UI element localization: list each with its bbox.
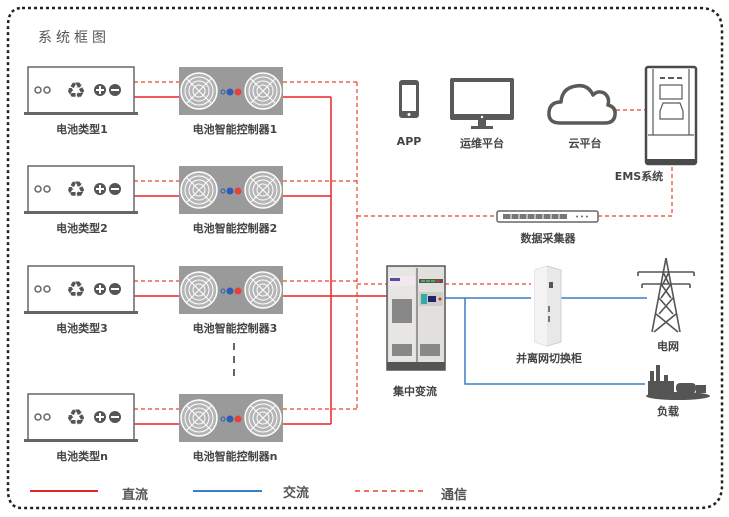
recycle-icon: ♻ xyxy=(66,178,86,203)
battery-icon: ♻ xyxy=(24,66,138,115)
cloud-platform-label: 云平台 xyxy=(568,137,602,150)
battery-icon: ♻ xyxy=(24,265,138,314)
ems-label: EMS系统 xyxy=(614,170,664,183)
indicator-light xyxy=(234,287,242,295)
indicator-light xyxy=(234,88,242,96)
battery-group: ♻ ♻ ♻ ♻ xyxy=(24,66,138,442)
controller-icon xyxy=(179,266,283,314)
ac-line xyxy=(464,298,645,385)
indicator-light xyxy=(234,187,242,195)
controller-label: 电池智能控制器3 xyxy=(192,322,278,335)
wires xyxy=(134,81,673,425)
controller-label: 电池智能控制器2 xyxy=(192,222,278,235)
collector-label: 数据采集器 xyxy=(520,232,576,245)
indicator-light xyxy=(226,415,234,423)
cloud-icon xyxy=(547,83,617,125)
app-label: APP xyxy=(396,135,422,148)
factory-icon xyxy=(646,365,710,400)
switch-cabinet-icon xyxy=(534,265,562,347)
diagram-title: 系统框图 xyxy=(38,30,110,46)
legend-dc-label: 直流 xyxy=(122,488,149,503)
legend-ac-label: 交流 xyxy=(283,486,310,501)
load-label: 负载 xyxy=(657,405,679,418)
pcs-label: 集中变流 xyxy=(393,385,437,398)
controller-group xyxy=(179,67,283,442)
switch-icon xyxy=(496,210,599,223)
controller-label: 电池智能控制器1 xyxy=(192,123,278,136)
battery-label: 电池类型2 xyxy=(56,222,108,235)
legend-comm-label: 通信 xyxy=(441,488,468,503)
indicator-light xyxy=(220,89,226,95)
switch-cabinet-label: 并离网切换柜 xyxy=(516,352,582,365)
controller-icon xyxy=(179,394,283,442)
recycle-icon: ♻ xyxy=(66,79,86,104)
indicator-light xyxy=(234,415,242,423)
ops-platform-label: 运维平台 xyxy=(460,137,504,150)
indicator-light xyxy=(226,88,234,96)
indicator-light xyxy=(220,416,226,422)
controller-icon xyxy=(179,67,283,115)
indicator-light xyxy=(226,187,234,195)
recycle-icon: ♻ xyxy=(66,406,86,431)
grid-label: 电网 xyxy=(657,340,679,353)
power-tower-icon xyxy=(637,257,695,333)
controller-icon xyxy=(179,166,283,214)
phone-icon xyxy=(399,80,419,118)
battery-label: 电池类型n xyxy=(56,450,108,463)
battery-icon: ♻ xyxy=(24,393,138,442)
pcs-cabinet-icon xyxy=(386,265,446,371)
comm-line xyxy=(598,164,673,217)
indicator-light xyxy=(226,287,234,295)
indicator-light xyxy=(220,188,226,194)
recycle-icon: ♻ xyxy=(66,278,86,303)
indicator-light xyxy=(220,288,226,294)
battery-label: 电池类型3 xyxy=(56,322,108,335)
ems-cabinet-icon xyxy=(644,65,698,166)
controller-label: 电池智能控制器n xyxy=(192,450,278,463)
monitor-icon xyxy=(450,78,514,129)
battery-label: 电池类型1 xyxy=(56,123,108,136)
battery-icon: ♻ xyxy=(24,165,138,214)
